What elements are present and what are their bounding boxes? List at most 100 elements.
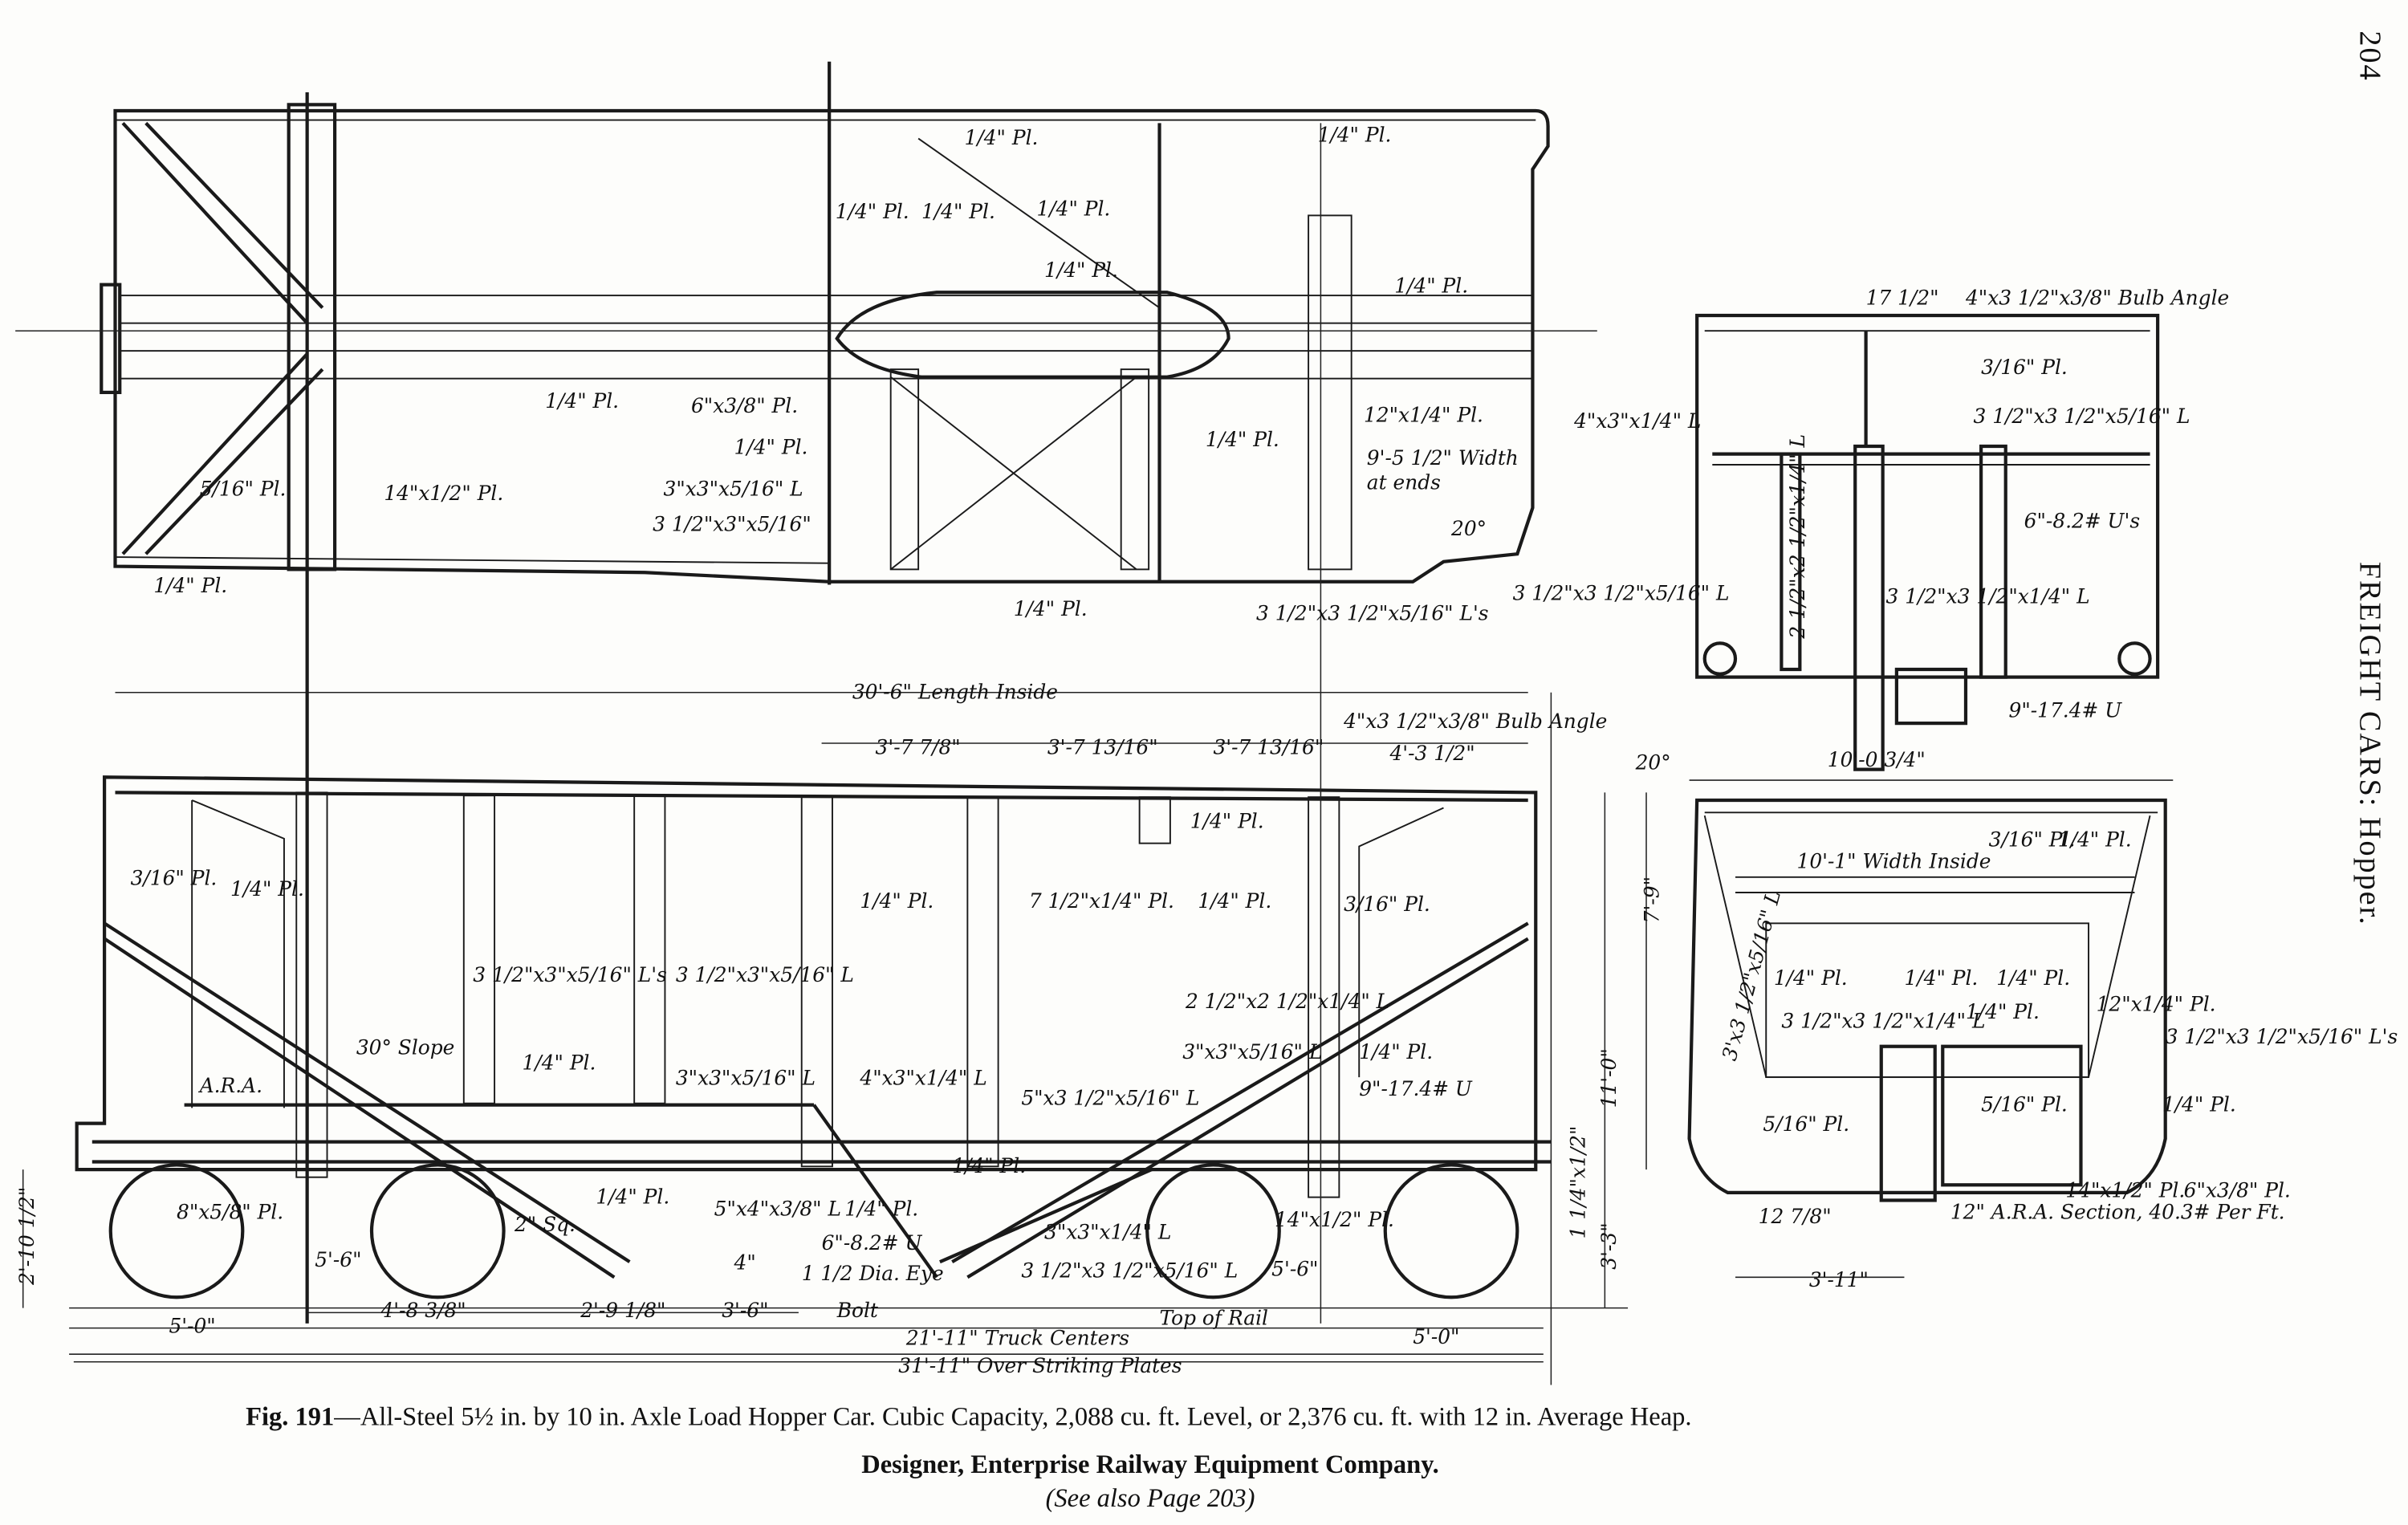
page-number: 204: [2353, 31, 2387, 81]
dimension-label: 7'-9": [1640, 876, 1663, 923]
dimension-label: 3"x3"x5/16" L: [1182, 1040, 1322, 1063]
dimension-label: 9"-17.4# U: [2009, 698, 2123, 722]
side-elevation: [22, 92, 1647, 1385]
dimension-label: 1 1/2 Dia. Eye: [802, 1262, 944, 1285]
dimension-label: 3 1/2"x3 1/2"x5/16" L: [1021, 1259, 1238, 1282]
dimension-label: 14"x1/2" Pl.: [2065, 1179, 2185, 1202]
dimension-label: 17 1/2": [1866, 287, 1939, 310]
dimension-label: 4"x3"x1/4" L: [1573, 409, 1701, 433]
end-section-top: [1695, 313, 2160, 771]
side-labels: 30'-6" Length Inside 3'-7 7/8" 3'-7 13/1…: [15, 680, 1663, 1377]
dimension-label: 5/16" Pl.: [200, 477, 287, 500]
dimension-label: 5"x4"x3/8" L: [714, 1198, 841, 1221]
dimension-label: 3/16" Pl.: [131, 866, 218, 889]
dimension-label: 6"x3/8" Pl.: [691, 394, 798, 417]
length-inside-label: 30'-6" Length Inside: [852, 680, 1058, 703]
dimension-label: 3/16" Pl.: [1981, 356, 2068, 379]
dimension-label: Bolt: [836, 1299, 879, 1322]
see-also-reference: (See also Page 203): [1046, 1484, 1255, 1513]
dimension-label: 1/4" Pl.: [1318, 123, 1392, 146]
dimension-label: 20°: [1635, 751, 1671, 775]
dimension-label: 3 1/2"x3"x5/16" L: [676, 963, 854, 986]
dimension-label: 1/4" Pl.: [1904, 966, 1978, 990]
dimension-label: 6"x3/8" Pl.: [2184, 1179, 2291, 1202]
dimension-label: 5'-6": [315, 1248, 361, 1271]
dimension-label: 1/4" Pl.: [230, 877, 304, 901]
over-striking-plates-label: 31'-11" Over Striking Plates: [898, 1354, 1182, 1377]
dimension-label: 2 1/2"x2 1/2"x1/4" L: [1786, 434, 1809, 640]
dimension-label: 1/4" Pl.: [596, 1185, 669, 1208]
dimension-label: 7 1/2"x1/4" Pl.: [1029, 889, 1174, 913]
height-label: 11'-0": [1597, 1048, 1621, 1108]
dimension-label: 5'-0": [1413, 1325, 1459, 1348]
dimension-label: 1/4" Pl.: [1996, 966, 2070, 990]
dimension-label: 12"x1/4" Pl.: [2097, 993, 2216, 1016]
dimension-label: 12"x1/4" Pl.: [1364, 403, 1483, 426]
dimension-label: 3'-11": [1809, 1268, 1869, 1291]
running-head: FREIGHT CARS: Hopper.: [2353, 562, 2387, 926]
dimension-label: 12 7/8": [1759, 1205, 1832, 1228]
dimension-label: 3 1/2"x3 1/2"x5/16" L's: [2166, 1025, 2398, 1048]
end-top-labels: 17 1/2" 4"x3 1/2"x3/8" Bulb Angle 3/16" …: [1786, 287, 2229, 722]
dimension-label: 1/4" Pl.: [1774, 966, 1848, 990]
truck-centers-label: 21'-11" Truck Centers: [905, 1327, 1129, 1350]
dimension-label: 1/4" Pl.: [545, 389, 619, 413]
top-of-rail-label: Top of Rail: [1160, 1307, 1268, 1330]
dimension-label: 2'-9 1/8": [580, 1299, 665, 1322]
dimension-label: 3/16" Pl.: [1989, 828, 2076, 851]
dimension-label: 1/4" Pl.: [1198, 889, 1271, 913]
end-labels: 20° 10'-0 3/4" 10'-1" Width Inside 3/16"…: [1635, 748, 2398, 1291]
dimension-label: 14"x1/2" Pl.: [384, 482, 503, 505]
dimension-label: 2 1/2"x2 1/2"x1/4" L: [1185, 990, 1389, 1013]
dimension-label: 3'-6": [722, 1299, 768, 1322]
dimension-label: 9"-17.4# U: [1359, 1077, 1473, 1100]
dimension-label: 1/4" Pl.: [1014, 597, 1088, 620]
section-label: 12" A.R.A. Section, 40.3# Per Ft.: [1950, 1200, 2285, 1223]
dimension-label: 10'-0 3/4": [1828, 748, 1926, 771]
dimension-label: 1/4" Pl.: [844, 1198, 918, 1221]
dimension-label: 3 1/2"x3 1/2"x1/4" L: [1885, 585, 2089, 608]
dimension-label: 3 1/2"x3 1/2"x5/16" L: [1513, 582, 1730, 605]
dimension-label: 3"x3"x5/16" L: [664, 477, 803, 500]
dimension-label: 1/4" Pl.: [1966, 1000, 2040, 1023]
dimension-label: 3 1/2"x3"x5/16" L's: [473, 963, 667, 986]
dimension-label: 1/4" Pl.: [860, 889, 934, 913]
dimension-label: 3/16" Pl.: [1344, 893, 1430, 916]
dimension-label: A.R.A.: [198, 1074, 262, 1097]
dimension-label: 2" Sq.: [514, 1213, 576, 1236]
dimension-label: 3 1/2"x3 1/2"x1/4" L: [1781, 1010, 1985, 1033]
dimension-label: 3'-7 13/16": [1047, 735, 1158, 758]
dimension-label: 1/4" Pl.: [2058, 828, 2132, 851]
dimension-label: 1/4" Pl.: [965, 126, 1039, 149]
dimension-label: 3 1/2"x3 1/2"x5/16" L's: [1256, 602, 1489, 625]
dimension-label: 1/4" Pl.: [1394, 274, 1468, 297]
figure-number: Fig. 191: [246, 1402, 334, 1431]
dimension-label: 1/4" Pl.: [153, 574, 227, 597]
dimension-label: 4'-8 3/8": [380, 1299, 466, 1322]
dimension-label: 1/4" Pl.: [734, 436, 808, 459]
dimension-label: 3"x3"x1/4" L: [1044, 1220, 1171, 1243]
dimension-label: 5/16" Pl.: [1763, 1112, 1849, 1136]
dimension-label: 9'-5 1/2" Width: [1367, 446, 1519, 470]
dimension-label: 3'-3": [1597, 1222, 1621, 1269]
dimension-label: 1/4" Pl.: [2162, 1092, 2236, 1116]
dimension-label: 6"-8.2# U's: [2024, 510, 2140, 533]
dimension-label: 5"x3 1/2"x5/16" L: [1021, 1087, 1199, 1110]
dimension-label: 1/4" Pl.: [1036, 197, 1110, 220]
width-inside-label: 10'-1" Width Inside: [1797, 849, 1991, 872]
dimension-label: 4": [734, 1251, 756, 1275]
dimension-label: 3 1/2"x3 1/2"x5/16" L: [1974, 405, 2190, 428]
dimension-label: 20°: [1450, 517, 1487, 540]
figure-caption: Fig. 191—All-Steel 5½ in. by 10 in. Axle…: [246, 1402, 1691, 1431]
designer-credit: Designer, Enterprise Railway Equipment C…: [861, 1450, 1439, 1479]
slope-label: 30° Slope: [356, 1035, 454, 1059]
dimension-label: 5'-0": [169, 1314, 215, 1337]
dimension-label: 4"x3"x1/4" L: [859, 1067, 986, 1090]
dimension-label: 4"x3 1/2"x3/8" Bulb Angle: [1965, 287, 2229, 310]
dimension-label: 3"x3"x5/16" L: [676, 1067, 816, 1090]
dimension-label: 1/4" Pl.: [921, 200, 995, 223]
dimension-label: 5/16" Pl.: [1981, 1092, 2068, 1116]
dimension-label: 6"-8.2# U: [822, 1231, 923, 1255]
dimension-label: 1/4" Pl.: [836, 200, 909, 223]
dimension-label: 3 1/2"x3"x5/16": [653, 512, 811, 535]
